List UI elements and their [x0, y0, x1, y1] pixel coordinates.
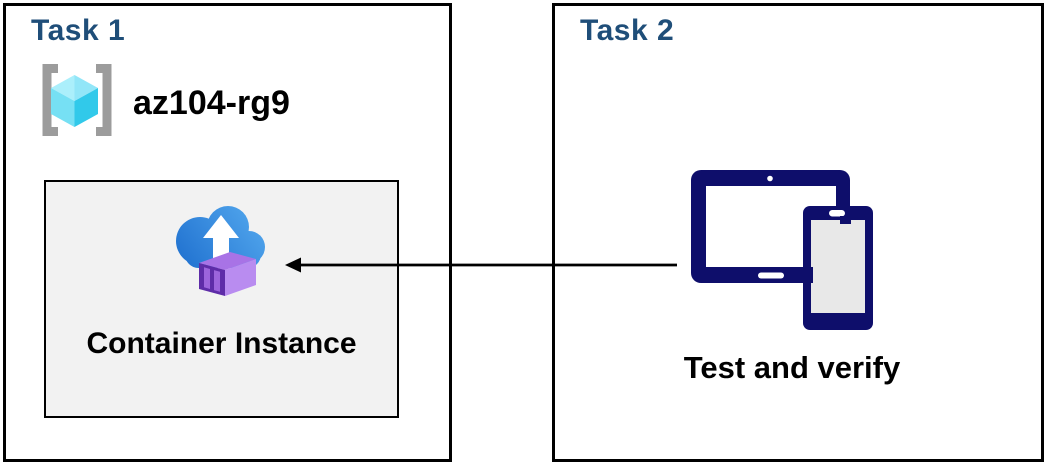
- phone-speaker: [829, 210, 845, 217]
- container-instance-box: Container Instance: [44, 180, 399, 418]
- left-arrow-icon: [285, 257, 677, 273]
- right-bracket: [96, 64, 112, 136]
- upload-arrow-icon: [203, 215, 239, 263]
- tablet-camera-dot: [767, 175, 773, 182]
- container-box-glyph: [199, 252, 256, 296]
- cube-glyph: [51, 75, 98, 127]
- resource-group-icon: [42, 64, 112, 136]
- task1-box: Task 1 az104-rg9: [3, 3, 452, 462]
- task2-box: Task 2 Test and verify: [552, 3, 1044, 462]
- phone-icon: [803, 206, 873, 330]
- container-instances-icon: [176, 206, 265, 296]
- tablet-and-phone-icon: [691, 170, 873, 330]
- left-bracket: [42, 64, 58, 136]
- task1-title: Task 1: [31, 14, 126, 47]
- task2-title: Task 2: [580, 14, 675, 47]
- phone-screen: [811, 220, 865, 313]
- tablet-home-bar: [758, 272, 784, 279]
- resource-group-name: az104-rg9: [133, 84, 290, 122]
- container-instance-label: Container Instance: [86, 327, 357, 360]
- test-and-verify-label: Test and verify: [683, 350, 901, 385]
